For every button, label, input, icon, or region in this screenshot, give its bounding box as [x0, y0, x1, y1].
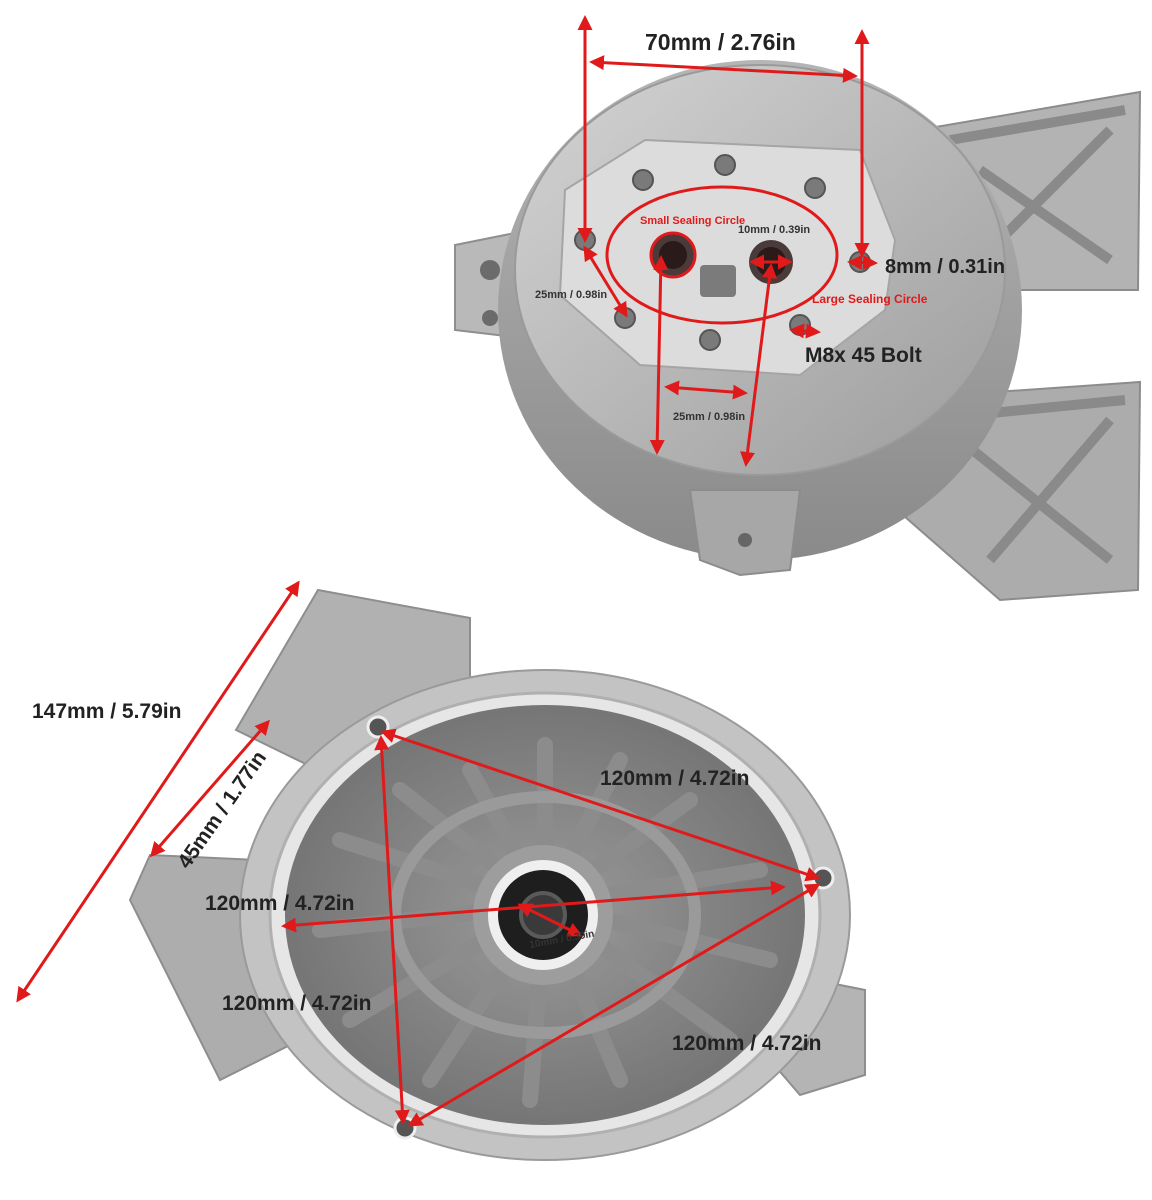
top-bore-label: 10mm / 0.39in: [738, 224, 810, 236]
top-center-label: 25mm / 0.98in: [673, 411, 745, 423]
top-small-circle-label: Small Sealing Circle: [640, 215, 745, 227]
bottom-dimension-arrows: [16, 580, 821, 1127]
top-flange: [688, 489, 802, 577]
top-bolt-label: M8x 45 Bolt: [805, 344, 922, 367]
bottom-diag-top-label: 120mm / 4.72in: [600, 767, 749, 790]
bottom-diag-low-label: 120mm / 4.72in: [222, 992, 371, 1015]
top-width-label: 70mm / 2.76in: [645, 29, 796, 55]
top-diag-label: 25mm / 0.98in: [535, 289, 607, 301]
top-plate: [558, 138, 897, 377]
bottom-length-label: 147mm / 5.79in: [32, 700, 181, 723]
top-large-circle-label: Large Sealing Circle: [812, 292, 928, 306]
top-hole-label: 8mm / 0.31in: [885, 256, 1005, 278]
bottom-diag-right-label: 120mm / 4.72in: [672, 1032, 821, 1055]
top-dimension-arrows: [577, 14, 878, 467]
bottom-diag-mid-label: 120mm / 4.72in: [205, 892, 354, 915]
